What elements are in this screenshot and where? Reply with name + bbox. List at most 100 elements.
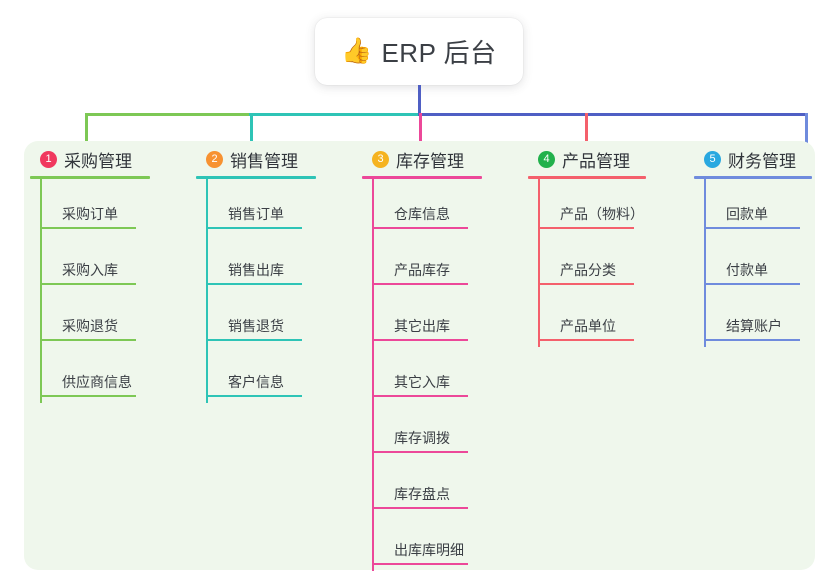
branch-item-underline xyxy=(208,227,302,229)
branches-panel xyxy=(24,141,815,570)
branch-title-2: 销售管理 xyxy=(230,151,298,171)
branch-item[interactable]: 回款单 xyxy=(704,179,839,235)
branch-item-underline xyxy=(374,227,468,229)
branch-underline-2 xyxy=(196,176,316,179)
branch-item[interactable]: 库存调拨 xyxy=(372,403,512,459)
branch-item-label: 付款单 xyxy=(726,262,768,278)
indigo-segment xyxy=(418,113,807,116)
branch-item-label: 产品（物料） xyxy=(560,206,644,222)
branch-item-label: 结算账户 xyxy=(726,318,782,334)
branch-item-label: 采购订单 xyxy=(62,206,118,222)
branch-item-underline xyxy=(374,395,468,397)
branch-header-1[interactable]: 1 采购管理 xyxy=(30,146,180,172)
branch-item-underline xyxy=(540,227,634,229)
branch-item-underline xyxy=(42,339,136,341)
branch-underline-3 xyxy=(362,176,482,179)
branch-item-label: 销售出库 xyxy=(228,262,284,278)
branch-column-5: 5 财务管理回款单付款单结算账户 xyxy=(694,146,839,347)
branch-spine-5 xyxy=(704,179,706,347)
branch-spine-2 xyxy=(206,179,208,403)
branch-item-underline xyxy=(540,339,634,341)
branch-item[interactable]: 供应商信息 xyxy=(40,347,180,403)
branch-column-2: 2 销售管理销售订单销售出库销售退货客户信息 xyxy=(196,146,346,403)
branch-item[interactable]: 付款单 xyxy=(704,235,839,291)
branch-badge-2: 2 xyxy=(206,150,223,168)
branch-item[interactable]: 采购入库 xyxy=(40,235,180,291)
branch-item-label: 出库库明细 xyxy=(394,542,464,558)
teal-segment xyxy=(249,113,420,116)
branch-item[interactable]: 采购订单 xyxy=(40,179,180,235)
branch-header-5[interactable]: 5 财务管理 xyxy=(694,146,839,172)
branch-item-label: 销售订单 xyxy=(228,206,284,222)
branch-item-underline xyxy=(706,339,800,341)
branch-item[interactable]: 产品（物料） xyxy=(538,179,678,235)
branch-underline-5 xyxy=(694,176,812,179)
branch-item-underline xyxy=(208,339,302,341)
branch-item[interactable]: 销售出库 xyxy=(206,235,346,291)
root-node-card[interactable]: 👍 ERP 后台 xyxy=(315,18,523,85)
branch-item-underline xyxy=(540,283,634,285)
branch-item[interactable]: 库存盘点 xyxy=(372,459,512,515)
branch-badge-5: 5 xyxy=(704,150,721,168)
branch-title-4: 产品管理 xyxy=(562,151,630,171)
branch-item-underline xyxy=(706,283,800,285)
branch-underline-4 xyxy=(528,176,646,179)
branch-item-underline xyxy=(374,507,468,509)
branch-item[interactable]: 其它入库 xyxy=(372,347,512,403)
branch-item[interactable]: 销售订单 xyxy=(206,179,346,235)
branch-item-label: 销售退货 xyxy=(228,318,284,334)
branch-item-underline xyxy=(42,283,136,285)
branch-item-label: 采购入库 xyxy=(62,262,118,278)
branch-item-label: 库存盘点 xyxy=(394,486,450,502)
branch-item[interactable]: 销售退货 xyxy=(206,291,346,347)
page-title: ERP 后台 xyxy=(381,38,497,68)
branch-items-3: 仓库信息产品库存其它出库其它入库库存调拨库存盘点出库库明细 xyxy=(372,179,512,571)
branch-spine-4 xyxy=(538,179,540,347)
branch-item-underline xyxy=(374,339,468,341)
branch-item-label: 其它入库 xyxy=(394,374,450,390)
branch-item[interactable]: 产品库存 xyxy=(372,235,512,291)
branch-item-label: 产品库存 xyxy=(394,262,450,278)
branch-item[interactable]: 客户信息 xyxy=(206,347,346,403)
branch-item[interactable]: 产品单位 xyxy=(538,291,678,347)
branch-underline-1 xyxy=(30,176,150,179)
branch-item-underline xyxy=(374,283,468,285)
branch-items-4: 产品（物料） 产品分类产品单位 xyxy=(538,179,678,347)
branch-item-label: 客户信息 xyxy=(228,374,284,390)
branch-header-2[interactable]: 2 销售管理 xyxy=(196,146,346,172)
branch-item-underline xyxy=(42,395,136,397)
branch-item-label: 库存调拨 xyxy=(394,430,450,446)
branch-item-label: 采购退货 xyxy=(62,318,118,334)
branch-item[interactable]: 仓库信息 xyxy=(372,179,512,235)
branch-item[interactable]: 出库库明细 xyxy=(372,515,512,571)
branch-items-5: 回款单付款单结算账户 xyxy=(704,179,839,347)
green-segment xyxy=(85,113,251,116)
branch-title-5: 财务管理 xyxy=(728,151,796,171)
branch-item-underline xyxy=(42,227,136,229)
branch-items-2: 销售订单销售出库销售退货客户信息 xyxy=(206,179,346,403)
thumbs-up-icon: 👍 xyxy=(341,37,373,65)
branch-item-underline xyxy=(706,227,800,229)
branch-item-underline xyxy=(374,451,468,453)
branch-item-underline xyxy=(208,395,302,397)
branch-item-label: 产品单位 xyxy=(560,318,616,334)
branch-items-1: 采购订单采购入库采购退货供应商信息 xyxy=(40,179,180,403)
branch-item-label: 仓库信息 xyxy=(394,206,450,222)
branch-drop-line-1 xyxy=(85,113,88,145)
branch-drop-line-2 xyxy=(250,113,253,145)
branch-drop-line-4 xyxy=(585,113,588,145)
branch-title-1: 采购管理 xyxy=(64,151,132,171)
branch-spine-1 xyxy=(40,179,42,403)
branch-badge-1: 1 xyxy=(40,150,57,168)
branch-item[interactable]: 其它出库 xyxy=(372,291,512,347)
branch-item[interactable]: 产品分类 xyxy=(538,235,678,291)
branch-item[interactable]: 结算账户 xyxy=(704,291,839,347)
branch-title-3: 库存管理 xyxy=(396,151,464,171)
branch-item[interactable]: 采购退货 xyxy=(40,291,180,347)
branch-spine-3 xyxy=(372,179,374,571)
